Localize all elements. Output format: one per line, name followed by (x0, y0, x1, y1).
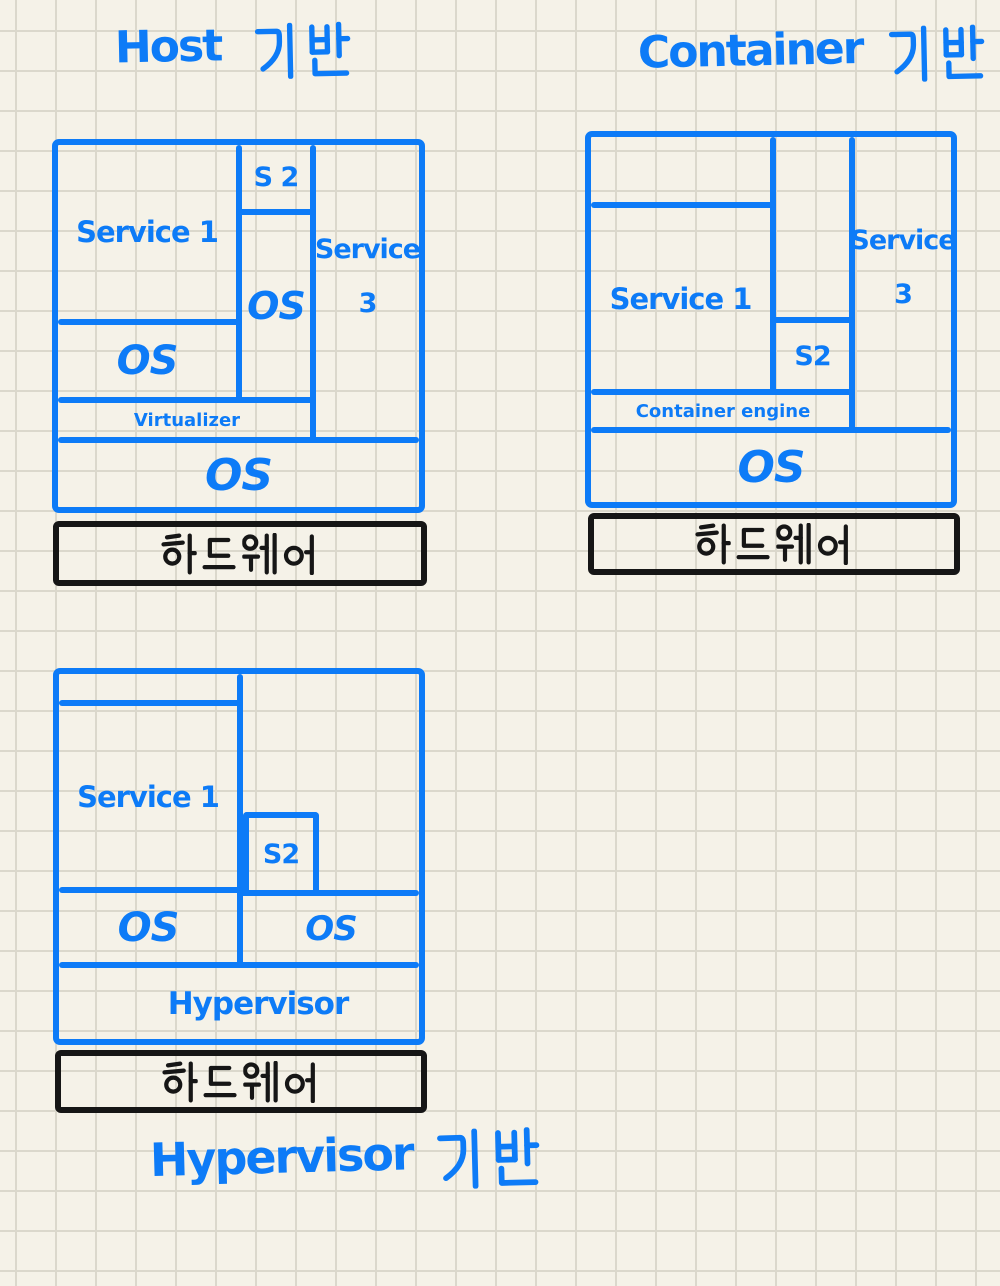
hangul-ban-glyph (498, 1130, 537, 1183)
host-divider-vertical-1 (236, 145, 242, 403)
hypervisor-os-left-label: OS (117, 904, 180, 951)
container-architecture-box: Service 1 S2 Service 3 Container engine … (585, 131, 957, 508)
container-hardware-box (588, 513, 960, 575)
hypervisor-os-right-top-line (237, 890, 419, 896)
host-service1-bottom-line (58, 319, 242, 325)
hypervisor-hardware-box (55, 1050, 427, 1113)
hypervisor-hardware-korean-label (161, 1061, 322, 1103)
hangul-we-glyph (244, 534, 275, 572)
hangul-gi-glyph (258, 25, 291, 77)
hangul-eo-glyph (286, 536, 312, 573)
host-virtualizer-top-line (58, 397, 316, 403)
container-service3-line1: Service (850, 225, 956, 256)
host-service1-label: Service 1 (76, 215, 219, 249)
container-s2-top-line (770, 317, 855, 323)
host-guest-os-label: OS (116, 338, 179, 384)
container-service3-line2: 3 (894, 279, 913, 310)
container-divider-vertical-2 (849, 137, 855, 433)
container-title-text: Container (637, 22, 863, 79)
host-s2-bottom-line (236, 209, 316, 215)
hypervisor-diagram-caption: Hypervisor (149, 1123, 546, 1197)
hypervisor-s2-label: S2 (262, 838, 300, 870)
hypervisor-strip-top-line (59, 962, 419, 968)
hypervisor-os-right-label: OS (305, 909, 357, 949)
container-diagram-title: Container (637, 20, 990, 87)
hangul-eo-glyph (820, 527, 846, 564)
hypervisor-architecture-box: Service 1 S2 OS OS Hypervisor (53, 668, 425, 1045)
container-os-top-line (591, 427, 951, 433)
container-title-korean-giban (884, 24, 990, 82)
host-diagram-title: Host (114, 17, 356, 82)
hangul-eo-glyph (287, 1064, 313, 1101)
hypervisor-service1-bottom-line (59, 887, 243, 893)
hangul-ban-glyph (312, 24, 349, 74)
hangul-deu-glyph (204, 540, 233, 567)
hypervisor-caption-text: Hypervisor (149, 1126, 414, 1188)
host-hardware-box (53, 521, 427, 586)
hangul-we-glyph (245, 1062, 276, 1100)
hangul-we-glyph (778, 525, 809, 563)
host-service3-line2: 3 (358, 288, 378, 319)
container-os-label: OS (737, 442, 805, 493)
hangul-ha-glyph (697, 526, 729, 563)
hypervisor-divider-vertical (237, 674, 243, 968)
hangul-gi-glyph (891, 28, 924, 80)
host-service3-line1: Service (314, 234, 421, 265)
host-s2-label: S 2 (253, 161, 300, 193)
host-divider-vertical-2 (310, 145, 316, 443)
container-service1-label: Service 1 (609, 281, 753, 316)
hangul-ban-glyph (945, 27, 982, 77)
container-hardware-korean-label (694, 523, 855, 565)
hangul-deu-glyph (738, 530, 767, 557)
hangul-gi-glyph (440, 1131, 476, 1187)
hypervisor-top-strip-line (59, 700, 243, 706)
container-engine-top-line (591, 389, 855, 395)
hangul-ha-glyph (164, 1063, 196, 1100)
container-s2-label: S2 (794, 340, 831, 372)
hangul-deu-glyph (205, 1068, 234, 1095)
container-top-strip-line (591, 202, 776, 208)
host-service3-label: Service 3 (314, 131, 421, 423)
container-engine-label: Container engine (635, 400, 811, 422)
container-service3-label: Service 3 (850, 123, 956, 413)
hypervisor-service1-label: Service 1 (77, 779, 220, 814)
container-divider-vertical-1 (770, 137, 776, 395)
hypervisor-caption-korean-giban (432, 1127, 546, 1190)
hypervisor-s2-box (243, 812, 319, 890)
hangul-ha-glyph (163, 535, 195, 572)
host-title-text: Host (114, 20, 222, 74)
host-architecture-box: Service 1 S 2 OS Service 3 OS Virtualize… (52, 139, 425, 513)
host-title-korean-giban (251, 21, 357, 79)
host-os-label: OS (204, 449, 273, 501)
hypervisor-layer-label: Hypervisor (167, 985, 350, 1022)
host-vm-os-label: OS (247, 284, 306, 328)
host-virtualizer-bottom-line (58, 437, 419, 443)
host-hardware-korean-label (160, 533, 321, 575)
host-virtualizer-label: Virtualizer (133, 409, 241, 431)
